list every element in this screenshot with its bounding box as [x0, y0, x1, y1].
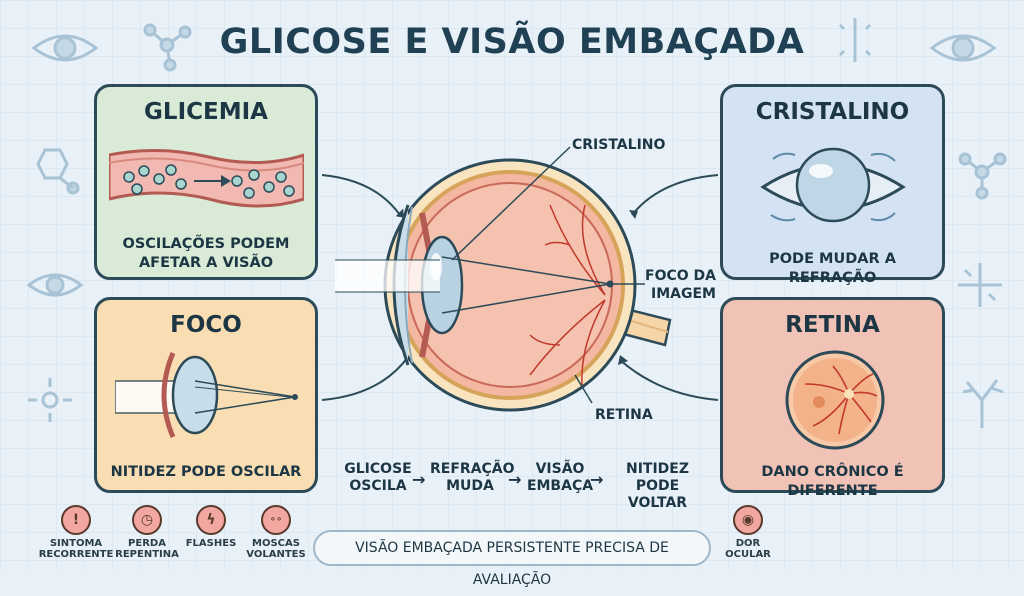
eye-cross-section-diagram	[321, 146, 719, 412]
sun-decoration-icon-right	[958, 263, 1002, 307]
exclamation-icon: !	[61, 505, 91, 535]
symptom-perda-repentina: ◷ PERDA REPENTINA	[107, 505, 187, 560]
card-title-cristalino: CRISTALINO	[755, 99, 910, 125]
symptom-dor-ocular: ◉ DOR OCULAR	[708, 505, 788, 560]
card-glicemia: GLICEMIA OSCILAÇÕES PODEM AFETAR A VISÃO	[94, 84, 318, 280]
eye-decoration-icon	[31, 34, 99, 62]
blood-vessel-icon	[109, 148, 304, 208]
sun-decoration-icon-left	[28, 378, 72, 422]
lightning-icon: ϟ	[196, 505, 226, 535]
flow-arrow-icon: →	[508, 470, 522, 489]
flow-arrow-icon: →	[412, 470, 426, 489]
eye-label-foco-2: IMAGEM	[651, 286, 716, 302]
bottom-note: VISÃO EMBAÇADA PERSISTENTE PRECISA DE AV…	[313, 530, 711, 588]
sun-decoration-icon	[838, 18, 872, 62]
eye-label-foco-1: FOCO DA	[645, 268, 716, 284]
symptom-moscas-volantes: ∘∘ MOSCAS VOLANTES	[236, 505, 316, 560]
molecule-decoration-icon	[143, 23, 192, 72]
molecule-decoration-icon-left	[36, 148, 80, 195]
eye-icon: ◉	[733, 505, 763, 535]
eye-decoration-icon-left2	[26, 273, 84, 297]
eye-decoration-icon-right	[929, 34, 997, 62]
card-foco: FOCO NITIDEZ PODE OSCILAR	[94, 297, 318, 493]
clock-icon: ◷	[132, 505, 162, 535]
card-cristalino: CRISTALINO PODE MUDAR A REFRAÇÃO	[720, 84, 945, 286]
symptom-sintoma-recorrente: ! SINTOMA RECORRENTE	[36, 505, 116, 560]
card-caption-foco: NITIDEZ PODE OSCILAR	[110, 464, 302, 480]
lens-focus-icon	[115, 352, 298, 438]
eye-label-cristalino: CRISTALINO	[572, 137, 666, 153]
molecule-decoration-icon-right	[958, 152, 1007, 200]
card-title-foco: FOCO	[170, 312, 242, 338]
page-title: GLICOSE E VISÃO EMBAÇADA	[219, 22, 805, 62]
card-caption-cristalino: PODE MUDAR A REFRAÇÃO	[769, 251, 896, 286]
card-caption-retina: DANO CRÔNICO É DIFERENTE	[761, 464, 904, 499]
crystalline-lens-icon	[760, 147, 906, 223]
card-caption-glicemia-2: AFETAR A VISÃO	[138, 255, 274, 271]
vessel-decoration-icon	[962, 379, 1004, 428]
symptom-flashes: ϟ FLASHES	[171, 505, 251, 549]
card-retina: RETINA DANO CRÔNICO É DIFERENTE	[720, 297, 945, 499]
card-title-glicemia: GLICEMIA	[144, 99, 268, 125]
card-title-retina: RETINA	[785, 312, 880, 338]
eye-label-retina: RETINA	[595, 407, 653, 423]
floaters-icon: ∘∘	[261, 505, 291, 535]
retina-fundus-icon	[785, 350, 885, 450]
flow-arrow-icon: →	[590, 470, 604, 489]
card-caption-glicemia-1: OSCILAÇÕES PODEM	[122, 236, 290, 252]
